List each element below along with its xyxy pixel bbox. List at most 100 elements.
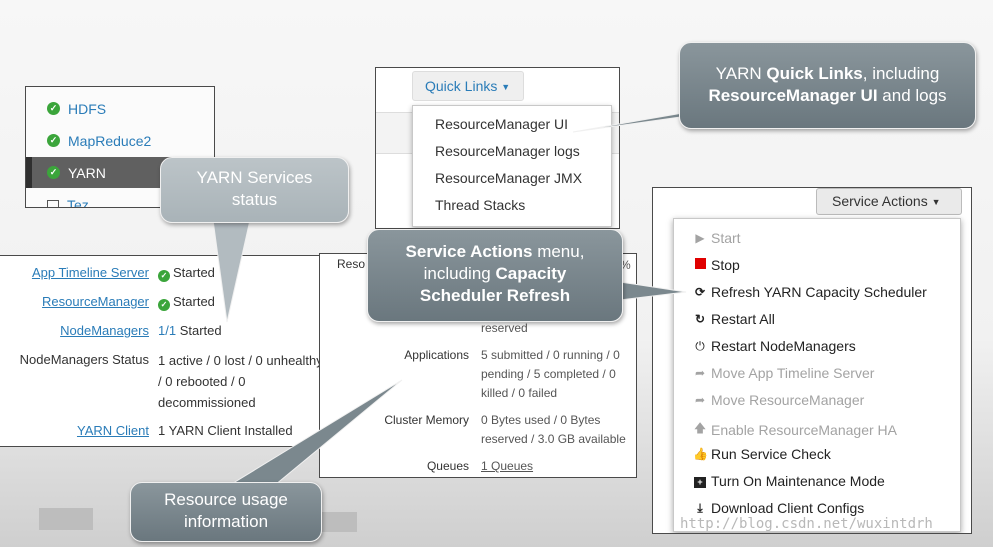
caret-down-icon: ▼ [501, 82, 511, 92]
check-circle-icon: ✓ [47, 134, 60, 147]
check-circle-icon: ✓ [158, 270, 170, 282]
nodemanagers-link[interactable]: NodeManagers [60, 323, 149, 338]
service-actions-callout: Service Actions menu, including Capacity… [367, 229, 623, 322]
resourcemanager-link[interactable]: ResourceManager [42, 294, 149, 309]
quick-links-menu: ResourceManager UI ResourceManager logs … [412, 105, 612, 227]
metric-line: reserved / 3.0 GB available [481, 432, 626, 446]
menu-item-thread-stacks[interactable]: Thread Stacks [435, 197, 526, 213]
service-actions-callout-pointer [619, 281, 687, 301]
menu-item-refresh-capacity-scheduler[interactable]: ⟳ Refresh YARN Capacity Scheduler [693, 284, 927, 300]
metric-label: Queues [426, 459, 469, 473]
menu-item-label: Run Service Check [711, 446, 831, 462]
nodemanagers-status-label: NodeManagers Status [19, 352, 149, 367]
gray-block [319, 512, 357, 532]
menu-item-enable-resourcemanager-ha[interactable]: 🡅 Enable ResourceManager HA [693, 419, 897, 440]
services-status-callout: YARN Services status [160, 157, 349, 223]
menu-item-maintenance-mode[interactable]: + Turn On Maintenance Mode [693, 473, 885, 489]
status-text: Started [176, 323, 222, 338]
status-text: Started [173, 265, 215, 280]
callout-text: , including [862, 64, 940, 83]
play-icon: ▶ [695, 231, 705, 245]
menu-item-label: Restart All [711, 311, 775, 327]
arrow-up-icon: 🡅 [693, 421, 707, 435]
quick-links-panel: Quick Links ▼ ResourceManager UI Resourc… [375, 67, 620, 229]
callout-text: Capacity [495, 264, 567, 283]
status-text: 1 YARN Client Installed [158, 423, 293, 438]
callout-text: Service Actions [405, 242, 533, 261]
quick-links-callout: YARN Quick Links, including ResourceMana… [679, 42, 976, 129]
caret-down-icon: ▼ [931, 197, 941, 207]
callout-text: information [183, 512, 269, 531]
menu-item-label: Enable ResourceManager HA [711, 421, 897, 438]
sidebar-item-mapreduce2[interactable]: ✓ MapReduce2 [26, 125, 214, 156]
status-text: Started [173, 294, 215, 309]
menu-item-label: Start [711, 230, 741, 246]
metric-label: Cluster Memory [384, 413, 469, 427]
menu-item-move-resourcemanager[interactable]: ➦ Move ResourceManager [693, 392, 864, 408]
menu-item-label: Move ResourceManager [711, 392, 865, 408]
menu-item-run-service-check[interactable]: 👍Run Service Check [693, 446, 831, 462]
menu-item-stop[interactable]: Stop [693, 257, 740, 273]
menu-item-label: Download Client Configs [711, 500, 865, 516]
medkit-icon: + [693, 474, 707, 488]
menu-item-resourcemanager-ui[interactable]: ResourceManager UI [435, 116, 569, 132]
quick-links-button[interactable]: Quick Links ▼ [412, 71, 524, 101]
app-timeline-server-link[interactable]: App Timeline Server [31, 265, 149, 280]
share-arrow-icon: ➦ [694, 366, 706, 380]
sidebar-item-label: MapReduce2 [68, 132, 152, 149]
queues-link[interactable]: 1 Queues [481, 459, 534, 473]
service-actions-label: Service Actions [832, 193, 928, 209]
menu-item-move-app-timeline-server[interactable]: ➦Move App Timeline Server [693, 365, 874, 381]
quick-links-label: Quick Links [425, 78, 498, 94]
metric-line: 0 Bytes used / 0 Bytes [481, 413, 601, 427]
check-circle-icon: ✓ [47, 166, 60, 179]
sidebar-item-tez[interactable]: Tez [26, 189, 214, 207]
refresh-icon: ⟳ [694, 285, 706, 299]
callout-text: YARN Services [196, 168, 313, 187]
restart-icon: ↻ [694, 312, 706, 326]
callout-text: and logs [877, 86, 947, 105]
menu-item-label: Turn On Maintenance Mode [711, 473, 885, 489]
menu-item-resourcemanager-logs[interactable]: ResourceManager logs [435, 143, 580, 159]
sidebar-item-label: HDFS [68, 100, 107, 117]
metric-label: Reso [337, 257, 366, 271]
check-circle-icon: ✓ [47, 102, 60, 115]
service-actions-panel: Service Actions ▼ ▶ Start Stop ⟳ Refresh Y… [652, 187, 972, 534]
services-status-callout-pointer [212, 219, 251, 323]
metric-line: killed / 0 failed [481, 386, 558, 400]
callout-text: Scheduler Refresh [419, 286, 571, 305]
callout-text: ResourceManager UI [708, 86, 878, 105]
check-circle-icon: ✓ [158, 299, 170, 311]
callout-text: Resource usage [164, 490, 288, 509]
service-summary-panel: App Timeline Server ✓Started ResourceMan… [0, 255, 321, 447]
menu-item-restart-all[interactable]: ↻ Restart All [693, 311, 775, 327]
menu-item-resourcemanager-jmx[interactable]: ResourceManager JMX [435, 170, 583, 186]
share-arrow-icon: ➦ [694, 393, 706, 407]
laptop-icon [47, 200, 59, 207]
menu-item-restart-nodemanagers[interactable]: ⏻Restart NodeManagers [693, 338, 856, 354]
status-line: 1 active / 0 lost / 0 unhealthy [158, 353, 321, 368]
menu-item-label: Stop [711, 257, 740, 273]
metric-value: 1 Queues [481, 457, 533, 476]
metric-line: 5 submitted / 0 running / 0 [481, 348, 620, 362]
callout-text: Quick Links [766, 64, 863, 83]
yarn-client-link[interactable]: YARN Client [76, 423, 149, 438]
sidebar-item-hdfs[interactable]: ✓ HDFS [26, 93, 214, 124]
watermark-text: http://blog.csdn.net/wuxintdrh [680, 516, 933, 532]
resource-usage-callout-pointer [228, 379, 403, 486]
service-actions-menu: ▶ Start Stop ⟳ Refresh YARN Capacity Sched… [673, 218, 961, 532]
download-icon: ⤓ [697, 500, 703, 515]
thumbs-up-icon: 👍 [693, 447, 708, 461]
callout-text: status [231, 190, 278, 209]
sidebar-item-label: YARN [68, 164, 106, 181]
callout-text: including [423, 264, 496, 283]
metric-line: pending / 5 completed / 0 [481, 367, 616, 381]
service-actions-button[interactable]: Service Actions ▼ [816, 188, 962, 215]
menu-item-download-client-configs[interactable]: ⤓ Download Client Configs [693, 500, 864, 516]
nodemanagers-count: 1/1 [158, 323, 177, 338]
metric-value: reserved [481, 321, 528, 335]
menu-item-label: Refresh YARN Capacity Scheduler [711, 284, 927, 300]
callout-text: menu, [532, 242, 585, 261]
gray-block [39, 508, 93, 530]
menu-item-start[interactable]: ▶ Start [693, 230, 741, 246]
